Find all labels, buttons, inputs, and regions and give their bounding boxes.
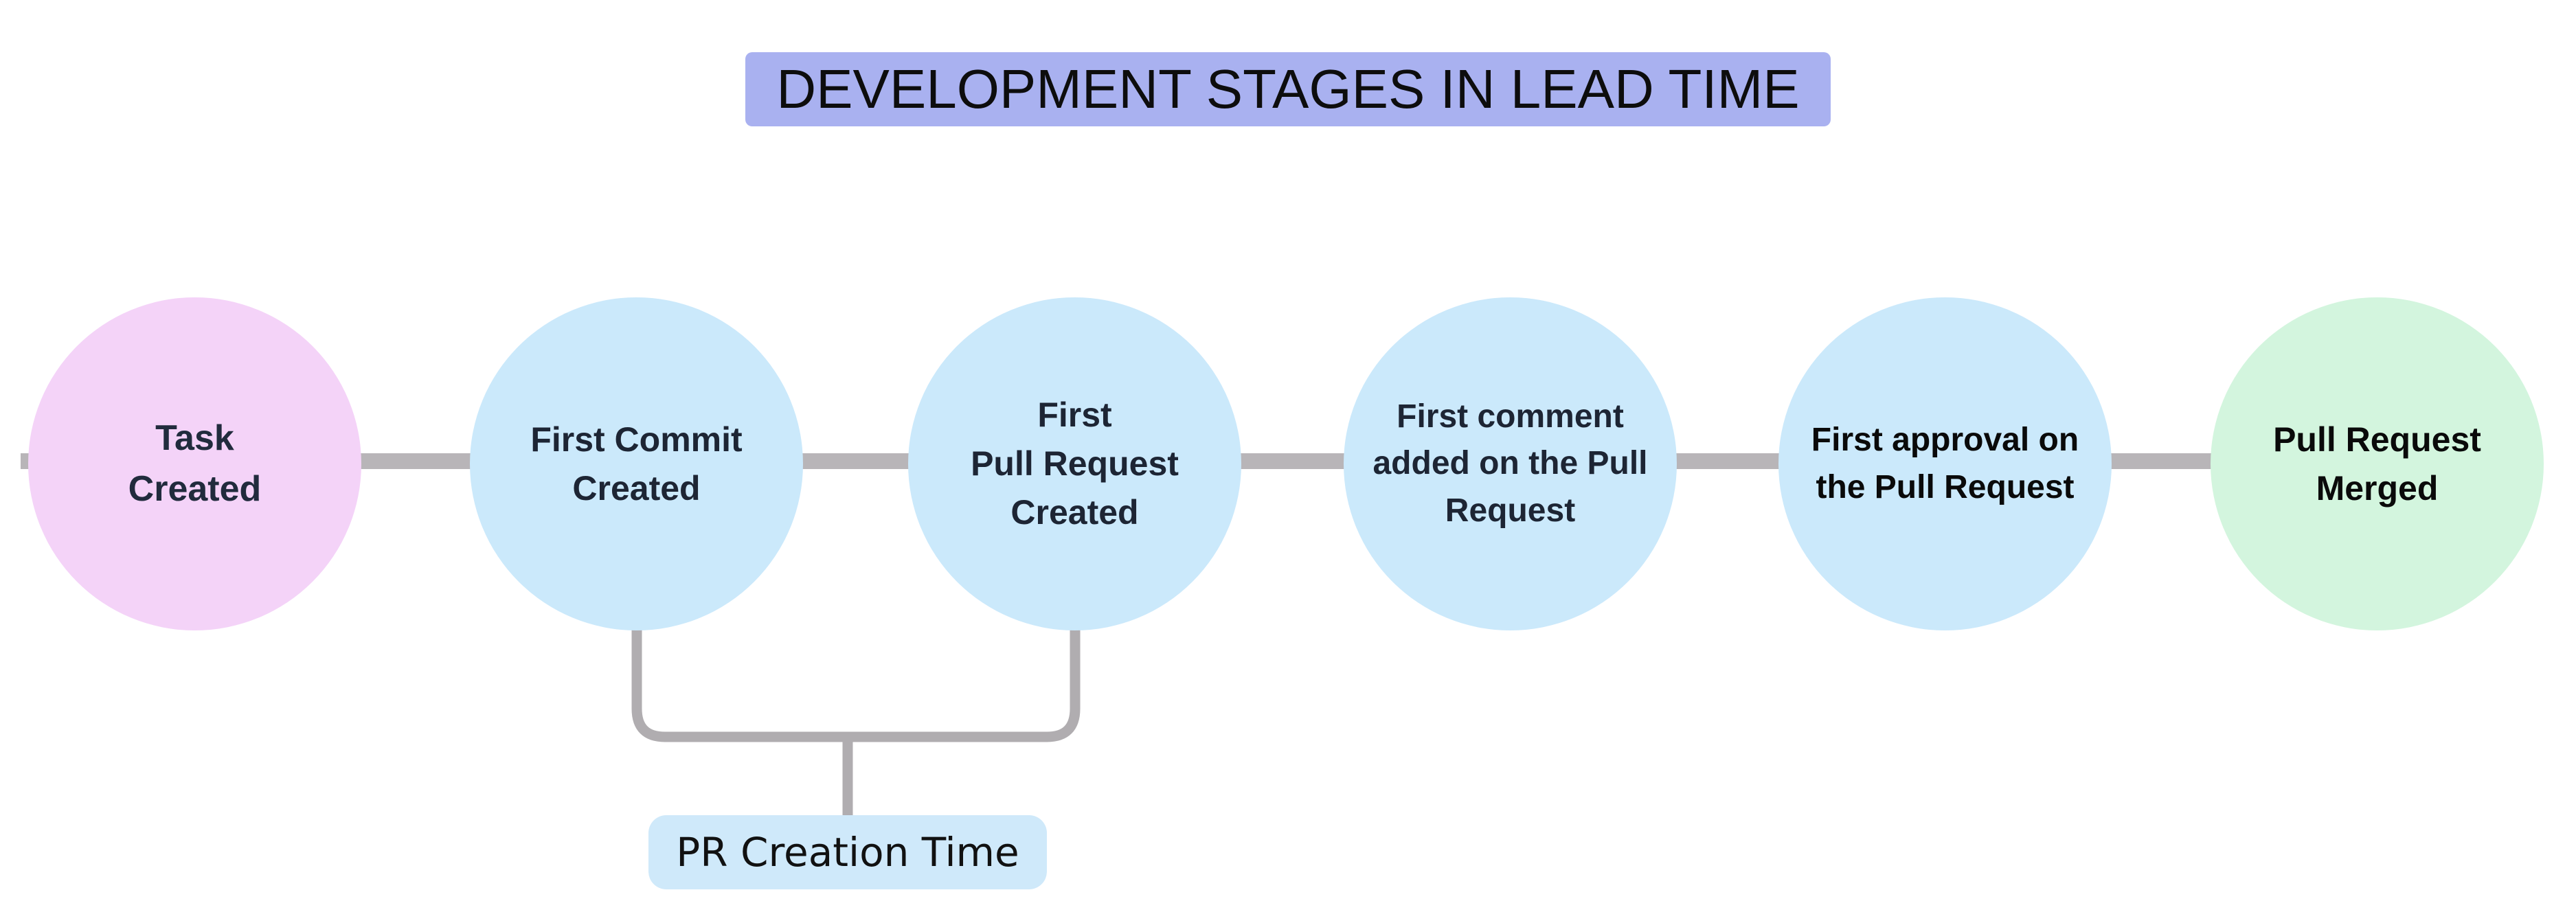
bracket-path	[631, 618, 1081, 742]
stage-circle-task-created: Task Created	[28, 297, 361, 630]
stage-circle-first-pull-request-created: First Pull Request Created	[908, 297, 1241, 630]
stage-label: First Pull Request Created	[971, 396, 1179, 532]
stage-label: Task Created	[128, 418, 262, 509]
pr-creation-time-label: PR Creation Time	[648, 815, 1047, 889]
stage-label: Pull Request Merged	[2273, 420, 2481, 508]
stage-circle-first-commit-created: First Commit Created	[470, 297, 803, 630]
stage-circle-first-approval: First approval on the Pull Request	[1778, 297, 2112, 630]
stage-circle-pull-request-merged: Pull Request Merged	[2211, 297, 2544, 630]
diagram-title: DEVELOPMENT STAGES IN LEAD TIME	[776, 58, 1800, 119]
stage-circle-first-comment-added: First comment added on the Pull Request	[1344, 297, 1677, 630]
stage-label: First comment added on the Pull Request	[1372, 398, 1648, 529]
pr-creation-time-text: PR Creation Time	[676, 829, 1019, 876]
stage-label: First approval on the Pull Request	[1811, 422, 2079, 505]
stage-label: First Commit Created	[530, 420, 743, 508]
diagram-title-banner: DEVELOPMENT STAGES IN LEAD TIME	[745, 52, 1831, 126]
